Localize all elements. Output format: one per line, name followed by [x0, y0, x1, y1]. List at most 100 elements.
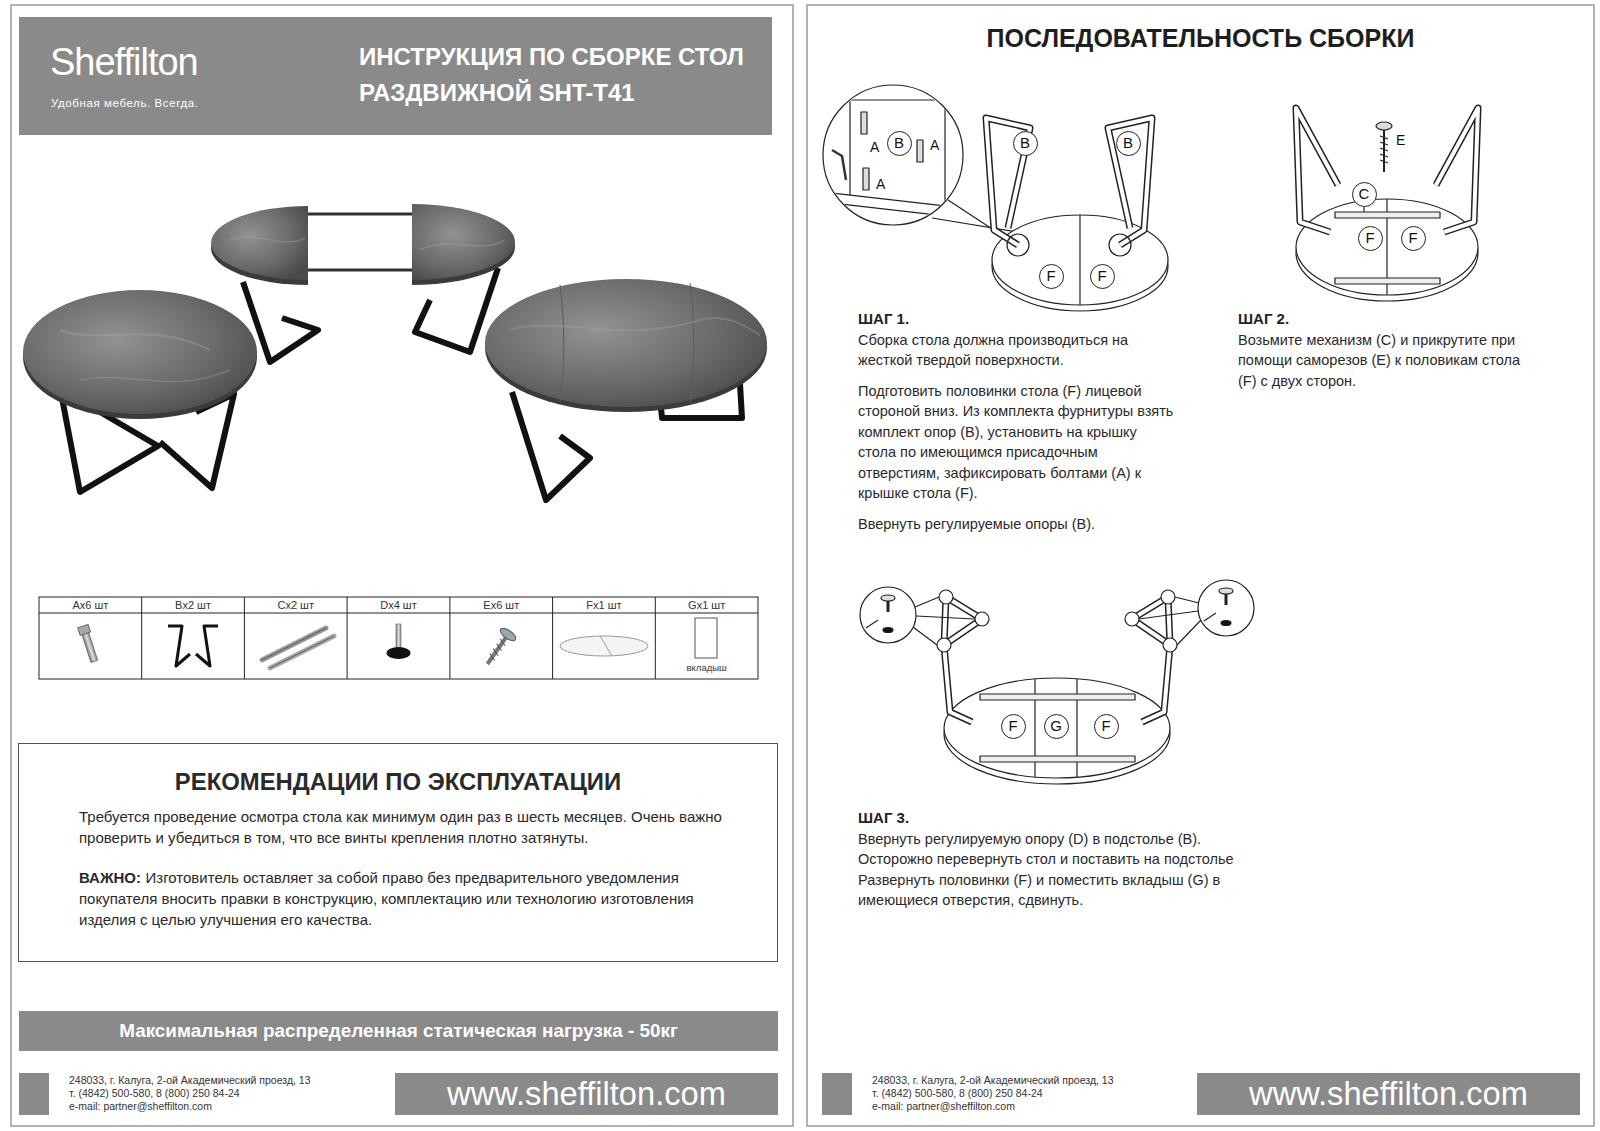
callout-circle: F: [1094, 714, 1119, 739]
inset-detail: [861, 112, 867, 134]
foot-detail: [881, 595, 895, 601]
foot-detail: [883, 628, 893, 633]
box-heading: РЕКОМЕНДАЦИИ ПО ЭКСПЛУАТАЦИИ: [19, 768, 777, 796]
parts-table: [552, 597, 553, 679]
screw-symbol: [1380, 136, 1388, 163]
step-text: Сборка стола должна производиться на жес…: [858, 330, 1178, 371]
text: РЕКОМЕНДАЦИИ ПО ЭКСПЛУАТАЦИИ: [175, 768, 621, 795]
callout-letter: C: [1359, 183, 1370, 205]
step2-drawing: [1335, 278, 1440, 284]
step3-drawing: [937, 638, 951, 652]
text: ИНСТРУКЦИЯ ПО СБОРКЕ СТОЛ РАЗДВИЖНОЙ SHT…: [359, 43, 744, 106]
step3-drawing: [915, 597, 939, 607]
footer-address: e-mail: partner@sheffilton.com: [872, 1100, 1015, 1113]
tabletop-icon: [560, 636, 648, 656]
text: Максимальная распределенная статическая …: [119, 1020, 678, 1041]
paragraph: Требуется проведение осмотра стола как м…: [79, 806, 729, 848]
text: Требуется проведение осмотра стола как м…: [79, 808, 722, 846]
part-letter: A: [929, 137, 940, 153]
callout-letter: G: [1050, 715, 1062, 737]
step-text: Подготовить половинки стола (F) лицевой …: [858, 381, 1178, 503]
step3-drawing: [975, 612, 989, 626]
step-heading: ШАГ 1.: [858, 310, 909, 327]
website-band: www.sheffilton.com: [1197, 1073, 1580, 1115]
step3-drawing: [913, 627, 937, 645]
parts-table: [449, 597, 450, 679]
page-heading: ПОСЛЕДОВАТЕЛЬНОСТЬ СБОРКИ: [807, 24, 1594, 53]
foot-detail: [1204, 613, 1216, 621]
page-frame: [11, 5, 793, 1126]
part-letter: A: [869, 139, 880, 155]
step1-drawing: [823, 85, 1168, 311]
screw-symbol: [1376, 122, 1392, 130]
table-top: [308, 213, 412, 216]
step-heading: ШАГ 2.: [1238, 310, 1289, 327]
text: Sheffilton: [50, 41, 198, 83]
text: www.sheffilton.com: [1249, 1075, 1528, 1112]
table-top: [23, 290, 257, 414]
step2-drawing: [1296, 108, 1338, 232]
table-cell: Cx2 шт: [244, 598, 347, 612]
brand-logo: Sheffilton: [50, 41, 198, 84]
bolt-icon: [82, 632, 98, 663]
document-title: ИНСТРУКЦИЯ ПО СБОРКЕ СТОЛ РАЗДВИЖНОЙ SHT…: [359, 39, 764, 111]
step3-drawing: [916, 616, 975, 619]
step3-drawing: [1161, 590, 1175, 604]
step2-drawing: [1436, 108, 1478, 232]
bolt-icon: [78, 624, 100, 663]
footer-square: [822, 1073, 852, 1115]
step1-drawing: [1108, 118, 1152, 245]
table-top: [80, 370, 230, 382]
table-top: [420, 240, 505, 250]
part-icons: [78, 618, 717, 669]
leg-frame-icon: [168, 626, 218, 666]
bolt-icon: [78, 624, 91, 635]
paragraph: ВАЖНО:Изготовитель оставляет за собой пр…: [79, 867, 729, 930]
screw-icon: [487, 636, 507, 664]
footer-square: [19, 1073, 49, 1115]
parts-table: [39, 597, 758, 679]
inset-detail: [944, 86, 945, 206]
foot-icon: [387, 624, 411, 659]
table-top: [308, 269, 412, 272]
parts-table: [244, 597, 245, 679]
table-cell: Bx2 шт: [142, 598, 245, 612]
step2-drawing: [1296, 108, 1478, 301]
table-top: [485, 279, 767, 407]
step3-drawing: [860, 587, 916, 643]
table-top: [560, 285, 564, 402]
step2-drawing: [1335, 212, 1440, 218]
mechanism-icon: [270, 636, 334, 668]
step3-drawing: [1177, 620, 1201, 645]
table-top: [510, 318, 760, 335]
step3-drawing: [939, 590, 953, 604]
insert-icon: [695, 618, 717, 658]
leg-frame-icon: [196, 626, 218, 666]
tabletop-icon: [600, 636, 612, 656]
step3-drawing: [980, 694, 1135, 700]
callout-letter: B: [1020, 132, 1030, 154]
step-text: Ввернуть регулируемые опоры (B).: [858, 514, 1178, 534]
screw-icon: [488, 639, 507, 661]
table-top: [412, 204, 515, 280]
text: Изготовитель оставляет за собой право бе…: [79, 869, 694, 928]
footer-address: e-mail: partner@sheffilton.com: [69, 1100, 212, 1113]
product-photo: [23, 204, 767, 500]
step2-drawing: [1436, 108, 1478, 232]
step3-drawing: [1175, 597, 1199, 603]
table-cell: вкладыш: [655, 662, 758, 673]
table-top: [690, 283, 694, 403]
step3-drawing: [944, 678, 1170, 778]
step1-drawing: [1108, 118, 1152, 245]
callout-letter: F: [1008, 715, 1017, 737]
step2-drawing: [1363, 207, 1364, 212]
step3-drawing: [1163, 638, 1177, 652]
step-text: Ввернуть регулируемую опору (D) в подсто…: [858, 829, 1253, 911]
foot-detail: [866, 588, 1233, 633]
header-band: SheffiltonУдобная мебель. Всегда.ИНСТРУК…: [19, 17, 772, 135]
table-cell: Dx4 шт: [347, 598, 450, 612]
table-cell: Ex6 шт: [450, 598, 553, 612]
table-cell: Fx1 шт: [553, 598, 656, 612]
callout-letter: F: [1408, 227, 1417, 249]
